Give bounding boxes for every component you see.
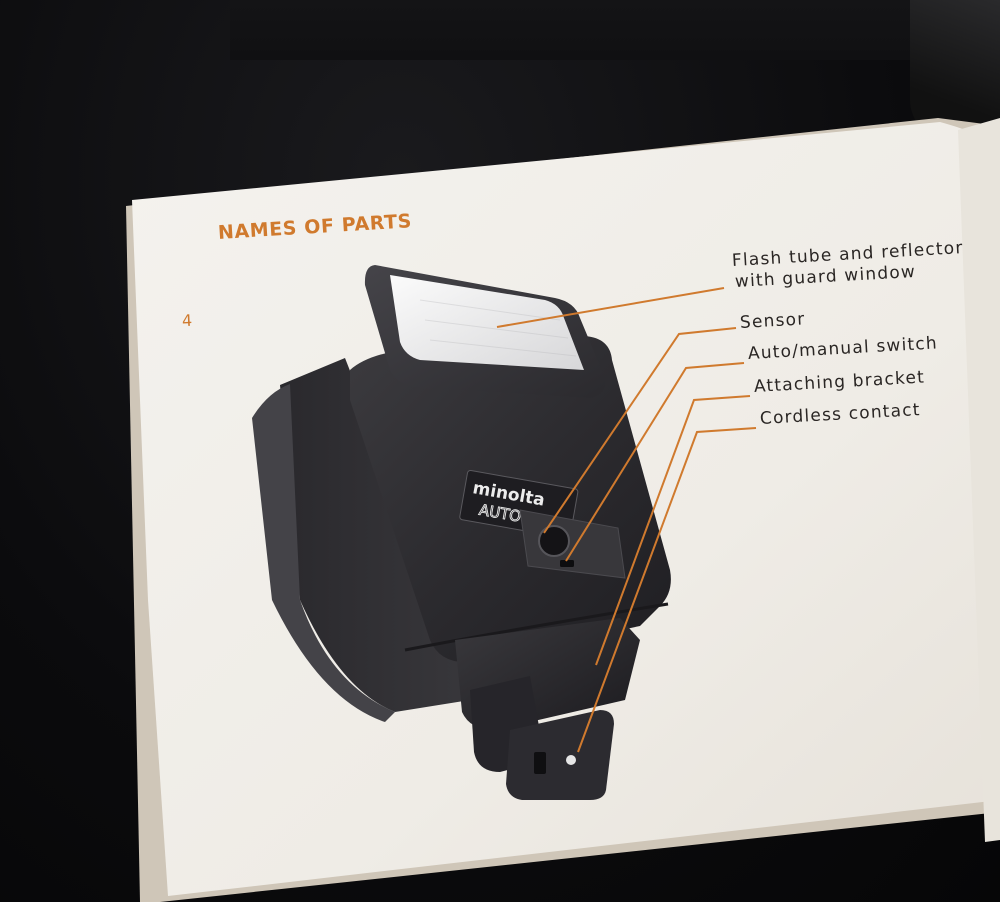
callout-line-switch bbox=[565, 362, 745, 562]
callout-line-bracket bbox=[595, 395, 751, 666]
cordless-contact-pin bbox=[566, 755, 576, 765]
sensor-lens bbox=[538, 525, 570, 557]
callout-lines bbox=[496, 287, 757, 753]
hot-shoe bbox=[506, 710, 614, 800]
label-sensor: Sensor bbox=[739, 309, 806, 333]
flash-window bbox=[390, 275, 584, 370]
callout-line-sensor bbox=[543, 327, 737, 534]
callout-line-contact bbox=[577, 427, 757, 753]
camera-body-background bbox=[230, 0, 1000, 60]
page-number: 4 bbox=[181, 310, 193, 331]
flash-side-face bbox=[280, 358, 470, 712]
camera-corner-background bbox=[910, 0, 1000, 140]
callout-line-flash-tube bbox=[496, 287, 725, 328]
auto-manual-switch bbox=[560, 560, 574, 567]
